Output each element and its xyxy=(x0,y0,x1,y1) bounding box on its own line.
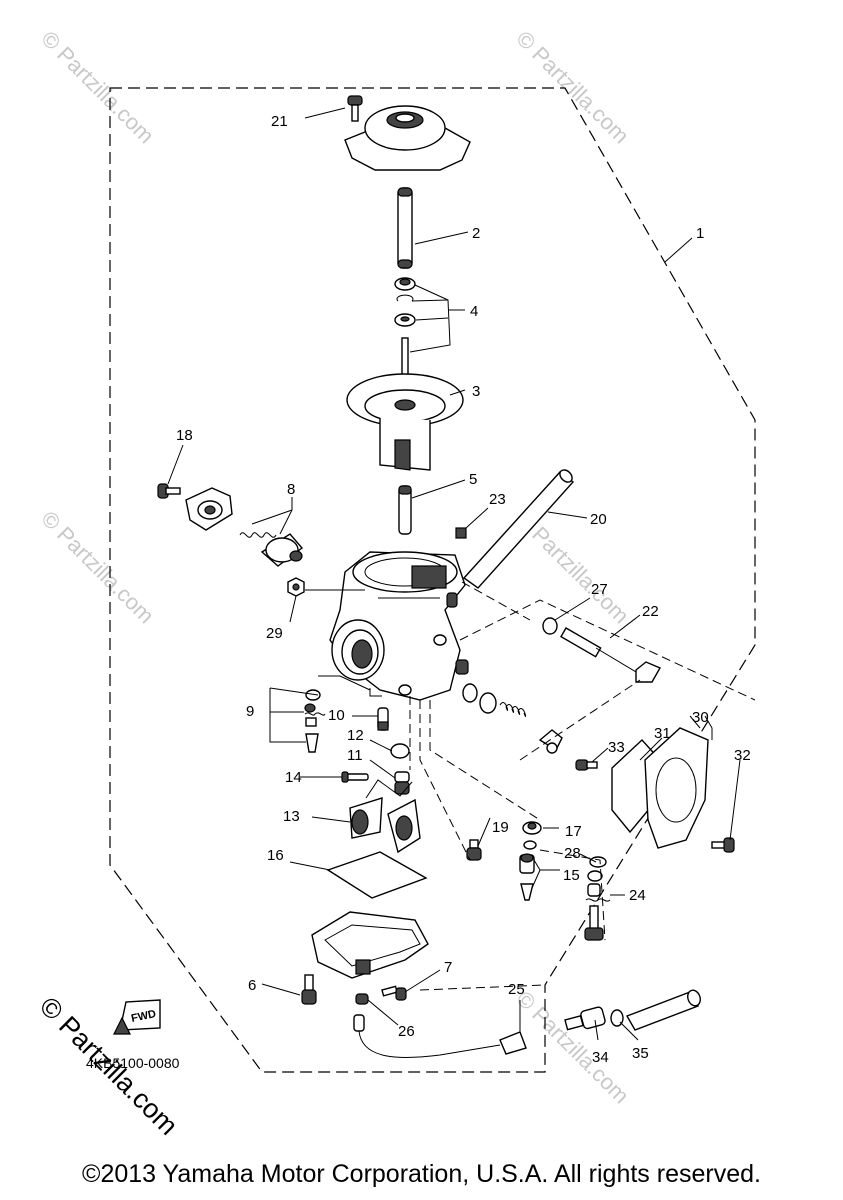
watermark-bottom-right: © Partzilla.com xyxy=(511,986,634,1109)
part-carburetor-body xyxy=(329,551,469,701)
part-7-screw xyxy=(381,985,407,1001)
label-22: 22 xyxy=(642,603,659,620)
label-32: 32 xyxy=(734,747,751,764)
label-29: 29 xyxy=(266,625,283,642)
watermark-top-left: © Partzilla.com xyxy=(36,26,159,149)
label-13: 13 xyxy=(283,808,300,825)
part-21-screw xyxy=(347,95,363,122)
part-11-plug xyxy=(394,771,410,795)
part-6-screw xyxy=(301,974,317,1005)
label-27: 27 xyxy=(591,581,608,598)
part-18-screw-cover xyxy=(157,483,233,531)
watermark-top-right: © Partzilla.com xyxy=(511,26,634,149)
part-23-plug xyxy=(455,527,467,539)
label-5: 5 xyxy=(469,471,477,488)
label-34: 34 xyxy=(592,1049,609,1066)
label-21: 21 xyxy=(271,113,288,130)
part-30-31-cover-gasket xyxy=(611,727,709,849)
fwd-label: FWD xyxy=(130,1008,157,1025)
assembly-boundary xyxy=(109,87,756,1073)
part-14-pin xyxy=(341,771,369,783)
part-32-screw xyxy=(711,837,735,853)
part-26-25-hose xyxy=(353,993,527,1058)
label-33: 33 xyxy=(608,739,625,756)
part-2-tube xyxy=(397,187,413,269)
part-8-pump-diaphragm xyxy=(239,532,304,567)
label-3: 3 xyxy=(472,383,480,400)
label-17: 17 xyxy=(565,823,582,840)
label-31: 31 xyxy=(654,725,671,742)
label-4: 4 xyxy=(470,303,478,320)
label-2: 2 xyxy=(472,225,480,242)
label-7: 7 xyxy=(444,959,452,976)
fwd-arrow-icon: FWD xyxy=(113,999,161,1035)
label-9: 9 xyxy=(246,703,254,720)
part-29-nut xyxy=(287,577,305,597)
label-30: 30 xyxy=(692,709,709,726)
internal-passages xyxy=(409,581,756,991)
part-33-screw xyxy=(575,759,598,771)
part-15-pilot-jet xyxy=(519,840,537,901)
part-10-jet xyxy=(377,707,389,731)
label-18: 18 xyxy=(176,427,193,444)
label-35: 35 xyxy=(632,1045,649,1062)
part-16-gasket xyxy=(326,851,428,899)
watermark-mid-left: © Partzilla.com xyxy=(36,506,159,629)
label-20: 20 xyxy=(590,511,607,528)
part-27-o-ring xyxy=(542,617,558,635)
part-13-float xyxy=(349,779,421,854)
label-28: 28 xyxy=(564,845,581,862)
diagram-code: 4KB5100-0080 xyxy=(86,1055,180,1071)
label-24: 24 xyxy=(629,887,646,904)
part-34-35-fitting-hose xyxy=(564,989,701,1031)
label-11: 11 xyxy=(347,747,363,764)
part-28-24-screw-set xyxy=(584,856,611,941)
part-19-screw xyxy=(466,839,482,861)
label-26: 26 xyxy=(398,1023,415,1040)
label-16: 16 xyxy=(267,847,284,864)
label-1: 1 xyxy=(696,225,704,242)
part-20-vent-tube xyxy=(462,469,575,589)
part-9-float-valve xyxy=(304,689,326,753)
label-14: 14 xyxy=(285,769,302,786)
label-10: 10 xyxy=(328,707,345,724)
part-labels: 1 2 3 4 5 6 7 8 9 10 11 12 13 14 15 16 1… xyxy=(176,113,751,1066)
copyright-notice: ©2013 Yamaha Motor Corporation, U.S.A. A… xyxy=(82,1160,761,1188)
part-17-washer xyxy=(522,821,542,835)
part-3-diaphragm-piston xyxy=(346,373,464,471)
part-22-throttle-screw xyxy=(560,627,661,683)
label-25: 25 xyxy=(508,981,525,998)
part-float-bowl xyxy=(311,911,429,979)
label-15: 15 xyxy=(563,867,580,884)
watermarks: © Partzilla.com © Partzilla.com © Partzi… xyxy=(34,26,634,1141)
part-5-needle-holder xyxy=(398,485,412,535)
part-4-needle-set xyxy=(394,277,416,387)
part-top-cover xyxy=(344,105,471,171)
leader-lines xyxy=(167,107,741,1041)
label-6: 6 xyxy=(248,977,256,994)
part-pilot-spring-set xyxy=(462,683,563,754)
label-12: 12 xyxy=(347,727,364,744)
label-8: 8 xyxy=(287,481,295,498)
label-19: 19 xyxy=(492,819,509,836)
part-12-washer xyxy=(390,743,410,759)
label-23: 23 xyxy=(489,491,506,508)
